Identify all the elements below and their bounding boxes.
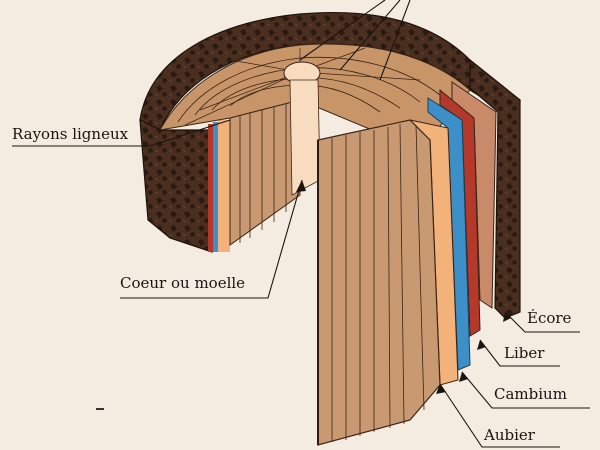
liber-band — [439, 88, 481, 337]
heartwood-front-plank — [317, 119, 441, 446]
bark-side-left — [139, 118, 213, 253]
leader-rayons — [12, 119, 231, 147]
bark-side-right — [469, 58, 521, 319]
pith-column — [289, 79, 321, 196]
leader-ecore — [504, 311, 580, 333]
label-aubier: Aubier — [484, 426, 535, 444]
leader-lines — [12, 0, 590, 448]
leader-liber — [479, 339, 560, 367]
label-ecore: Écore — [527, 309, 572, 327]
label-cambium: Cambium — [494, 385, 567, 403]
stray-dash-mark — [96, 408, 104, 410]
leader-top-1 — [339, 0, 401, 71]
wood-grain-lines — [331, 123, 425, 442]
cambium-left — [213, 122, 218, 252]
leader-aubier — [439, 383, 560, 448]
label-coeur-moelle: Coeur ou moelle — [120, 274, 246, 292]
arrowheads — [296, 180, 511, 394]
aubier-left — [218, 120, 230, 252]
label-rayons-ligneux: Rayons ligneux — [12, 125, 129, 143]
leader-top-3 — [299, 0, 386, 61]
liber-left — [208, 124, 213, 252]
leader-coeur — [120, 179, 303, 299]
leader-top-2 — [379, 0, 411, 81]
leader-cambium — [461, 371, 590, 409]
label-liber: Liber — [504, 344, 545, 362]
